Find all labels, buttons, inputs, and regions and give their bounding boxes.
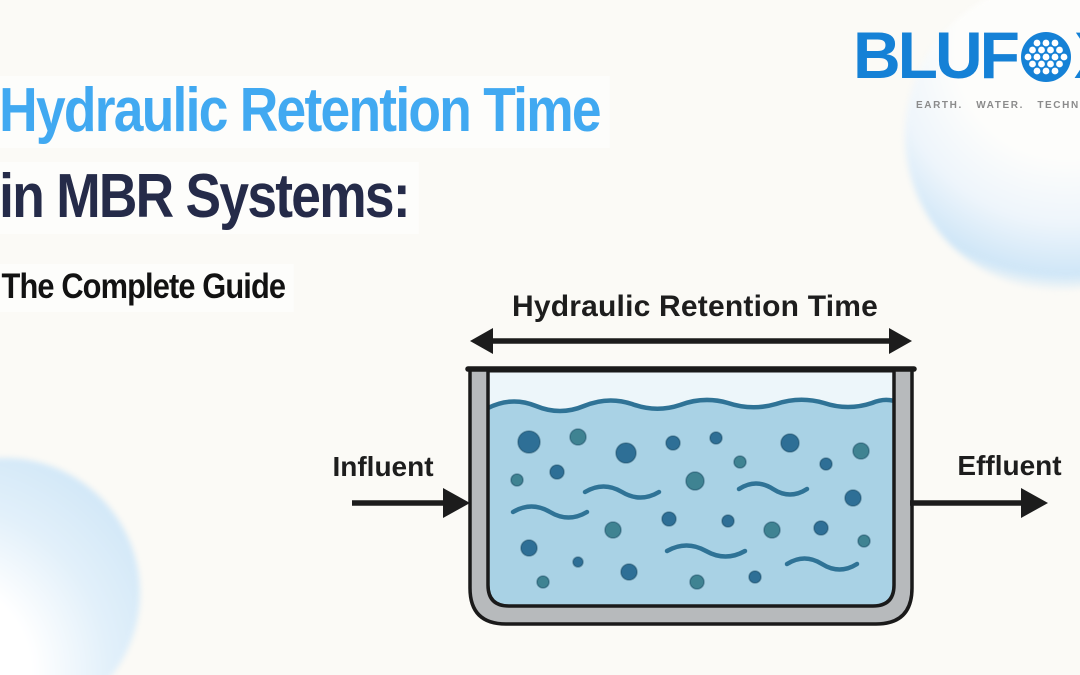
sludge-particle <box>549 464 565 480</box>
sludge-particle <box>569 428 587 446</box>
sludge-particle <box>689 574 705 590</box>
sludge-particle <box>813 520 829 536</box>
sludge-particle <box>852 442 870 460</box>
sludge-particle <box>709 431 723 445</box>
sludge-particle <box>780 433 800 453</box>
blufox-logo: BLUF X <box>853 22 1080 88</box>
sludge-particle <box>661 511 677 527</box>
logo-text-start: BLUF <box>853 18 1020 92</box>
flow-squiggle <box>784 556 860 572</box>
tank-walls <box>468 367 914 626</box>
flow-squiggle <box>664 543 748 559</box>
sludge-particle <box>620 563 638 581</box>
water-surface-line <box>485 397 897 414</box>
sludge-particle <box>685 471 705 491</box>
membrane-dots-icon <box>1020 32 1071 82</box>
sludge-particle <box>665 435 681 451</box>
effluent-label: Effluent <box>957 450 1062 481</box>
effluent-arrow <box>910 488 1048 518</box>
flow-squiggle <box>736 481 810 497</box>
sludge-particle <box>748 570 762 584</box>
sludge-particle <box>819 457 833 471</box>
water-squiggles <box>510 481 860 572</box>
sludge-particle <box>510 473 524 487</box>
sludge-particle <box>733 455 747 469</box>
sludge-particle <box>844 489 862 507</box>
sludge-particle <box>604 521 622 539</box>
tank-water <box>488 399 894 606</box>
logo-text-end: X <box>1074 22 1080 88</box>
hrt-double-arrow <box>470 328 912 354</box>
page-title-line1: Hydraulic Retention Time <box>0 76 611 148</box>
flow-squiggle <box>510 504 590 520</box>
flow-squiggle <box>582 484 662 500</box>
sludge-particle <box>536 575 550 589</box>
page-subtitle: The Complete Guide <box>0 264 294 312</box>
sludge-particles <box>510 428 871 590</box>
logo-tagline: EARTH. WATER. TECHNOLOGY. <box>916 100 1080 111</box>
sludge-particle <box>572 556 584 568</box>
sludge-particle <box>857 534 871 548</box>
sludge-particle <box>721 514 735 528</box>
influent-arrow <box>352 488 470 518</box>
page-title-line2: in MBR Systems: <box>0 162 420 234</box>
sludge-particle <box>520 539 538 557</box>
influent-label: Influent <box>332 451 434 482</box>
sludge-particle <box>615 442 637 464</box>
hrt-arrow-label: Hydraulic Retention Time <box>512 290 878 323</box>
sludge-particle <box>763 521 781 539</box>
headline-block: Hydraulic Retention Time in MBR Systems: <box>0 76 710 234</box>
sludge-particle <box>517 430 541 454</box>
